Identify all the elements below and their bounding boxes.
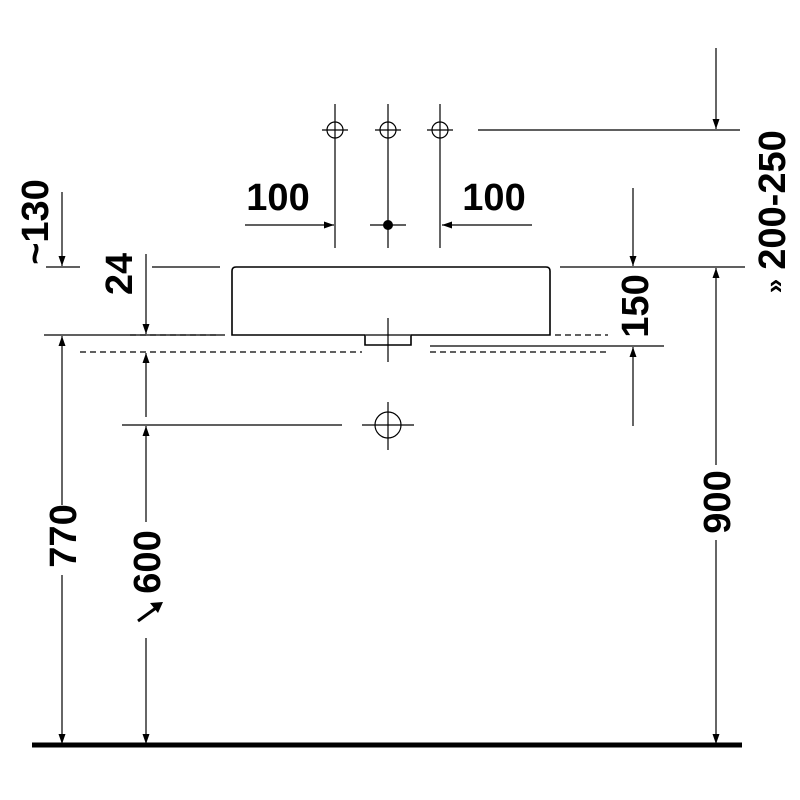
rim-height-label: 900 (697, 470, 739, 533)
drain-height-label: 600 (127, 530, 169, 593)
left-margin-label: ~130 (15, 179, 57, 265)
basin-outline (231, 266, 551, 346)
pointer-arrow-icon (137, 602, 163, 623)
tap-hole-right-icon (427, 104, 453, 248)
tap-hole-center-icon (375, 104, 401, 248)
left-offset-label: 100 (246, 177, 309, 219)
tap-range-prefix-label: » (759, 279, 789, 293)
right-offset-label: 100 (462, 177, 525, 219)
tap-height-range-label: 200-250 (752, 130, 794, 269)
drain-outlet-icon (362, 402, 414, 450)
rim-thickness-label: 24 (99, 253, 141, 295)
tap-hole-left-icon (322, 104, 348, 248)
counter-height-label: 770 (43, 504, 85, 567)
basin-height-label: 150 (615, 274, 657, 337)
